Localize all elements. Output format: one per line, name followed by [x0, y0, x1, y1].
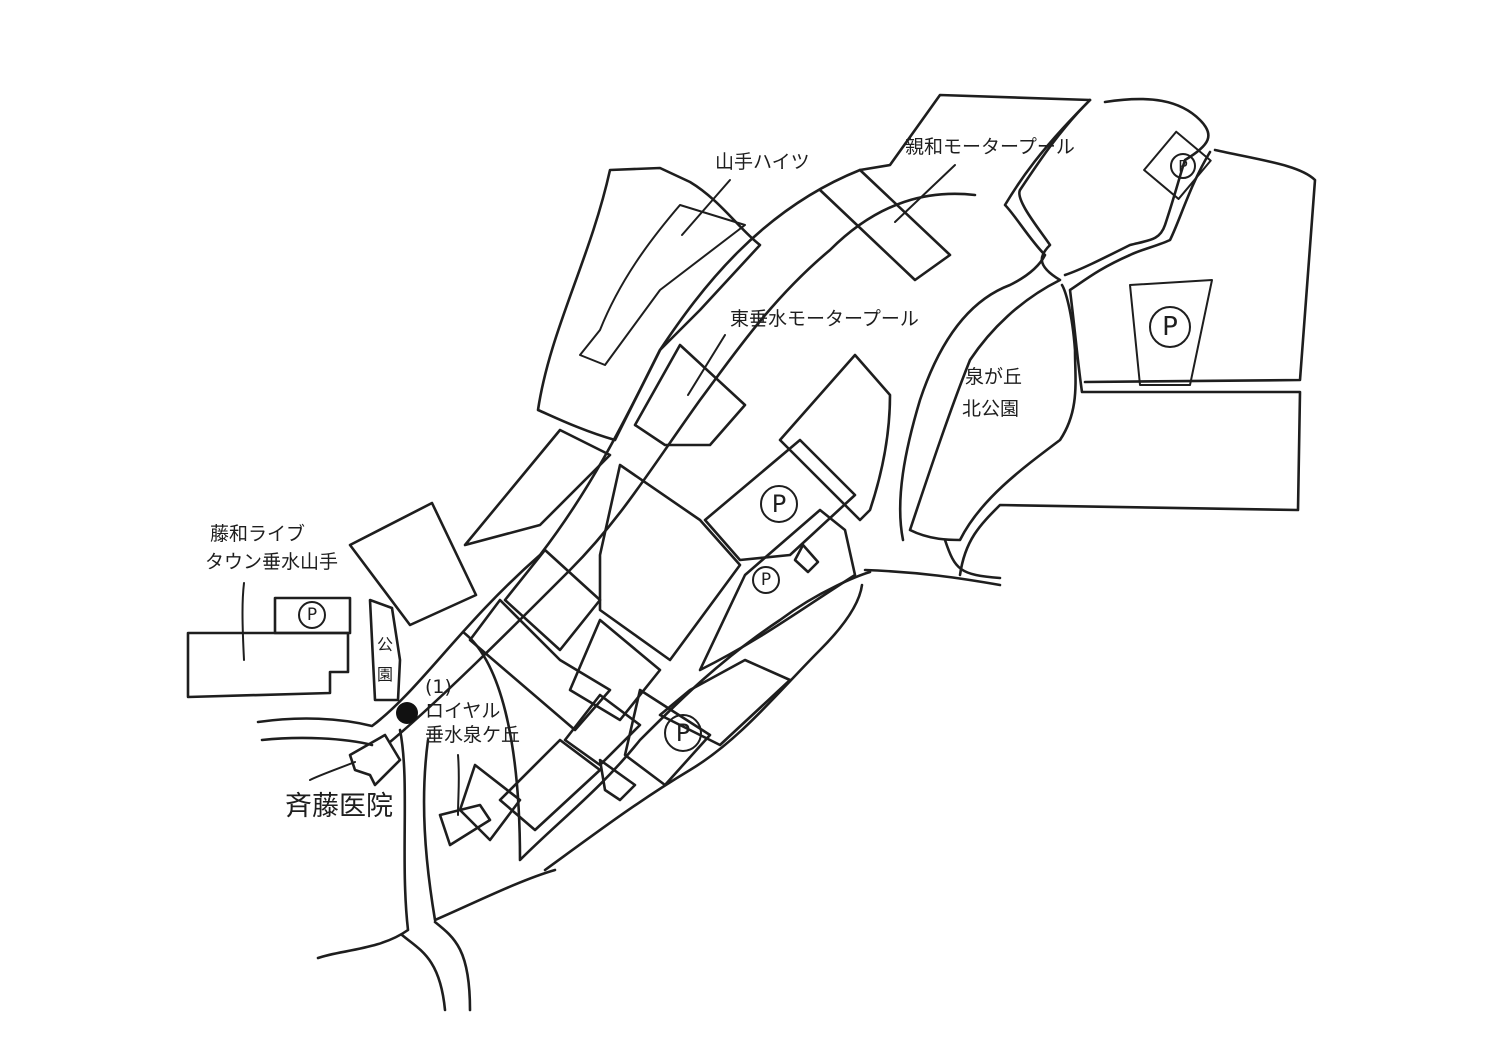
label-higashi-tarumi-motor-pool: 東垂水モータープール [730, 308, 919, 330]
label-royal-line2: 垂水泉ケ丘 [425, 724, 520, 746]
label-marker-number: (1) [425, 676, 452, 698]
parking-icon: P [298, 601, 326, 629]
svg-text:P: P [1162, 312, 1178, 342]
label-fujiwa-life-town-line2: タウン垂水山手 [205, 551, 338, 573]
parking-icon: P [760, 485, 798, 523]
parking-icon: P [1149, 306, 1191, 348]
label-royal-line1: ロイヤル [425, 700, 500, 722]
svg-text:P: P [772, 490, 786, 518]
map-labels: 山手ハイツ 親和モータープール 東垂水モータープール 泉が丘 北公園 藤和ライブ… [205, 136, 1075, 822]
svg-text:P: P [307, 605, 317, 625]
label-izumigaoka-park-line2: 北公園 [962, 398, 1019, 420]
label-yamate-heights: 山手ハイツ [715, 151, 810, 173]
svg-text:P: P [676, 719, 690, 747]
location-marker-icon [396, 702, 418, 724]
middle-blocks [438, 428, 857, 847]
leader-lines [681, 164, 956, 396]
label-izumigaoka-park-line1: 泉が丘 [965, 366, 1022, 388]
parking-icons: P P P P P P [298, 153, 1196, 752]
label-shinwa-motor-pool: 親和モータープール [905, 136, 1075, 158]
svg-text:P: P [1178, 157, 1188, 176]
svg-text:P: P [761, 570, 771, 590]
label-park-char1: 公 [377, 635, 393, 654]
parking-icon: P [664, 714, 702, 752]
lower-road [316, 570, 872, 1012]
label-fujiwa-life-town-line1: 藤和ライブ [210, 522, 305, 545]
main-road [256, 93, 1092, 747]
right-area [863, 97, 1317, 587]
label-saito-clinic: 斉藤医院 [285, 791, 393, 822]
left-side [186, 501, 478, 816]
parking-icon: P [1170, 153, 1196, 179]
label-park-char2: 園 [377, 665, 393, 684]
parking-icon: P [752, 566, 780, 594]
